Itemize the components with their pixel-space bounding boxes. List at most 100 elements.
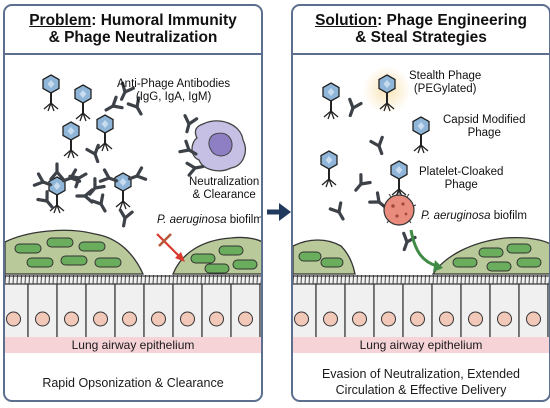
cilium [372, 274, 374, 285]
antibody-icon [68, 167, 91, 189]
cilium [8, 274, 10, 285]
cilium [336, 274, 338, 285]
biofilm-label: P. aeruginosa biofilm [157, 214, 263, 226]
cilium [420, 274, 422, 285]
cilium [348, 274, 350, 285]
phage-icon [42, 74, 60, 112]
cell-nucleus [294, 311, 309, 327]
cell-nucleus [323, 311, 338, 327]
cilium [524, 274, 526, 285]
stealth-label: Stealth Phage (PEGylated) [409, 70, 482, 95]
cilium [320, 274, 322, 285]
cilium [56, 274, 58, 285]
epithelial-cell [27, 283, 58, 339]
epithelial-cell [201, 283, 232, 339]
cilium [296, 274, 298, 285]
cilium [312, 274, 314, 285]
cilium [340, 274, 342, 285]
cilium [200, 274, 202, 285]
solution-title-line2: & Steal Strategies [355, 29, 487, 46]
epithelial-cell [114, 283, 145, 339]
cell-nucleus [122, 311, 137, 327]
cilium [512, 274, 514, 285]
cilium [5, 274, 6, 285]
cilium [460, 274, 462, 285]
cilium [128, 274, 130, 285]
capsid-modified-phage-icon [412, 116, 430, 154]
cilium [328, 274, 330, 285]
cilium [360, 274, 362, 285]
cilium [204, 274, 206, 285]
title-divider [293, 53, 549, 55]
cilium [228, 274, 230, 285]
cilium [344, 274, 346, 285]
epithelial-cell [143, 283, 174, 339]
epithelial-cell [293, 283, 317, 339]
cilium [352, 274, 354, 285]
cilium [140, 274, 142, 285]
cilium [424, 274, 426, 285]
cilium [100, 274, 102, 285]
cilium [396, 274, 398, 285]
cilium [16, 274, 18, 285]
solution-illustration [293, 66, 549, 339]
cilium [504, 274, 506, 285]
antibody-icon [369, 135, 389, 158]
cell-nucleus [238, 311, 253, 327]
cilium [236, 274, 238, 285]
cilium [508, 274, 510, 285]
cell-nucleus [381, 311, 396, 327]
solution-panel: Solution: Phage Engineering & Steal Stra… [291, 4, 550, 402]
cilium [468, 274, 470, 285]
cell-nucleus [35, 311, 50, 327]
epithelium-strip: Lung airway epithelium [5, 337, 261, 353]
cilium [188, 274, 190, 285]
solution-title-rest: : Phage Engineering [377, 12, 527, 29]
cilium [156, 274, 158, 285]
cilium [520, 274, 522, 285]
cilium [464, 274, 466, 285]
antibody-icon [85, 143, 105, 166]
cilium [380, 274, 382, 285]
antibody-icon [90, 193, 112, 216]
macrophage-icon [191, 120, 246, 172]
epithelial-cell [315, 283, 346, 339]
cilium [544, 274, 546, 285]
antibody-icon [75, 188, 94, 204]
epithelial-cell [259, 283, 261, 339]
cilium [444, 274, 446, 285]
epithelial-cell [402, 283, 433, 339]
problem-title-line2: & Phage Neutralization [48, 29, 218, 46]
cell-nucleus [410, 311, 425, 327]
cilium [484, 274, 486, 285]
cilium [164, 274, 166, 285]
epithelial-cell [460, 283, 491, 339]
cilium [376, 274, 378, 285]
cilium [172, 274, 174, 285]
cilium [12, 274, 14, 285]
cilium [364, 274, 366, 285]
cell-nucleus [209, 311, 224, 327]
cell-nucleus [64, 311, 79, 327]
cilium [192, 274, 194, 285]
cilium [476, 274, 478, 285]
cilium [368, 274, 370, 285]
cell-nucleus [93, 311, 108, 327]
cilium [536, 274, 538, 285]
cilium [116, 274, 118, 285]
cilium [448, 274, 450, 285]
cilium [132, 274, 134, 285]
antibody-icon [116, 208, 134, 229]
cilium [220, 274, 222, 285]
cilium [76, 274, 78, 285]
cilium [112, 274, 114, 285]
cilium [492, 274, 494, 285]
cilium [32, 274, 34, 285]
cilium [180, 274, 182, 285]
cilium [248, 274, 250, 285]
cilium [196, 274, 198, 285]
biofilm-left-mound [5, 229, 145, 275]
title-divider [5, 53, 261, 55]
cilium [232, 274, 234, 285]
